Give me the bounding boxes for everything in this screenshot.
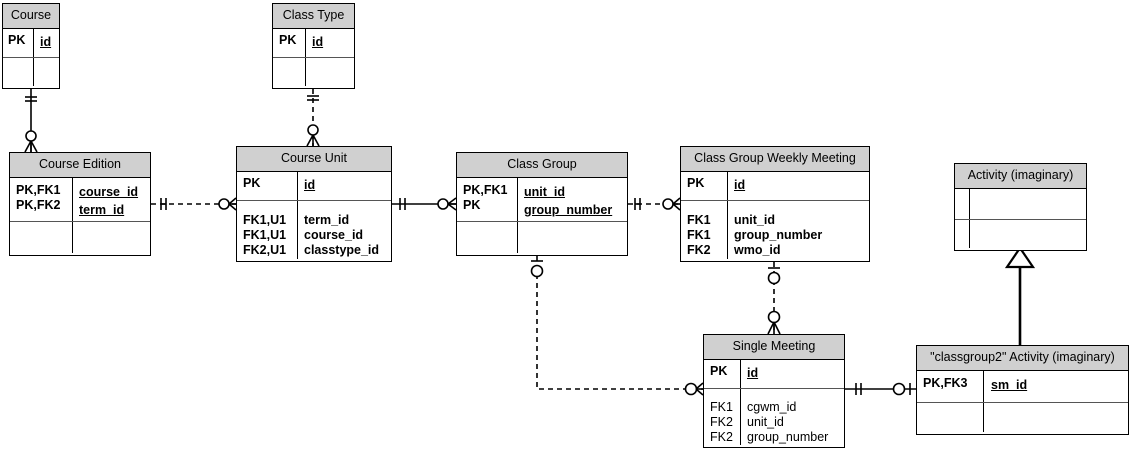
key-label: PK: [243, 175, 261, 190]
key-label: FK2,U1: [243, 242, 287, 257]
connector-course-unit-to-class-group: [392, 197, 457, 211]
entity-activity-imaginary[interactable]: Activity (imaginary): [954, 163, 1087, 251]
entity-title: "classgroup2" Activity (imaginary): [917, 346, 1128, 371]
key-label: FK1: [710, 399, 733, 414]
attr-label: id: [304, 177, 316, 192]
key-label: PK: [279, 32, 297, 47]
key-label: PK: [8, 32, 26, 47]
entity-title: Single Meeting: [704, 335, 844, 360]
attr-label: unit_id: [734, 212, 775, 227]
entity-course[interactable]: Course PK id: [2, 3, 60, 89]
key-label: PK,FK2: [16, 197, 61, 212]
attr-label: term_id: [304, 212, 350, 227]
attr-label: course_id: [304, 227, 364, 242]
connector-class-type-to-course-unit: [306, 89, 320, 147]
key-label: FK1,U1: [243, 227, 287, 242]
key-label: FK1,U1: [243, 212, 287, 227]
entity-title: Class Group: [457, 153, 627, 178]
entity-title: Class Type: [273, 4, 354, 29]
key-label: PK,FK3: [923, 375, 968, 390]
connector-cgwm-to-single-meeting: [767, 262, 781, 335]
attr-label: id: [747, 365, 759, 380]
connector-single-meeting-to-classgroup2: [845, 382, 916, 396]
attr-label: course_id: [79, 184, 139, 199]
entity-classgroup2-activity-imaginary[interactable]: "classgroup2" Activity (imaginary) PK,FK…: [916, 345, 1129, 435]
attr-label: unit_id: [524, 184, 565, 199]
entity-course-unit[interactable]: Course Unit PK FK1,U1 FK1,U1 FK2,U1 id: [236, 146, 392, 262]
entity-class-group-weekly-meeting[interactable]: Class Group Weekly Meeting PK FK1 FK1 FK…: [680, 146, 870, 262]
attr-label: group_number: [734, 227, 823, 242]
connector-class-group-to-cgwm: [628, 197, 681, 211]
attr-label: unit_id: [747, 414, 784, 429]
entity-title: Class Group Weekly Meeting: [681, 147, 869, 172]
key-label: PK: [710, 363, 728, 378]
key-label: PK,FK1: [463, 182, 508, 197]
key-label: FK1: [687, 212, 711, 227]
attr-label: classtype_id: [304, 242, 380, 257]
entity-single-meeting[interactable]: Single Meeting PK FK1 FK2 FK2 id cgwm: [703, 334, 845, 448]
connector-class-group-to-single-meeting: [530, 256, 704, 396]
attr-label: group_number: [747, 429, 829, 444]
attr-label: term_id: [79, 202, 125, 217]
key-label: FK1: [687, 227, 711, 242]
key-label: PK: [687, 175, 705, 190]
connector-course-edition-to-course-unit: [151, 197, 237, 211]
entity-class-group[interactable]: Class Group PK,FK1 PK unit_id group_numb…: [456, 152, 628, 256]
attr-label: sm_id: [991, 377, 1028, 392]
attr-label: id: [40, 34, 52, 49]
entity-title: Course Edition: [10, 153, 150, 178]
key-label: PK: [463, 197, 481, 212]
attr-label: group_number: [524, 202, 613, 217]
key-label: FK2: [710, 414, 733, 429]
key-label: PK,FK1: [16, 182, 61, 197]
entity-title: Course: [3, 4, 59, 29]
entity-title: Activity (imaginary): [955, 164, 1086, 189]
connector-course-to-course-edition: [24, 89, 38, 153]
attr-label: id: [312, 34, 324, 49]
connector-classgroup2-inherits-activity: [1004, 246, 1036, 345]
key-label: FK2: [710, 429, 733, 444]
entity-course-edition[interactable]: Course Edition PK,FK1 PK,FK2 course_id t…: [9, 152, 151, 256]
attr-label: cgwm_id: [747, 399, 797, 414]
entity-title: Course Unit: [237, 147, 391, 172]
attr-label: id: [734, 177, 746, 192]
key-label: FK2: [687, 242, 711, 257]
entity-class-type[interactable]: Class Type PK id: [272, 3, 355, 89]
attr-label: wmo_id: [734, 242, 781, 257]
